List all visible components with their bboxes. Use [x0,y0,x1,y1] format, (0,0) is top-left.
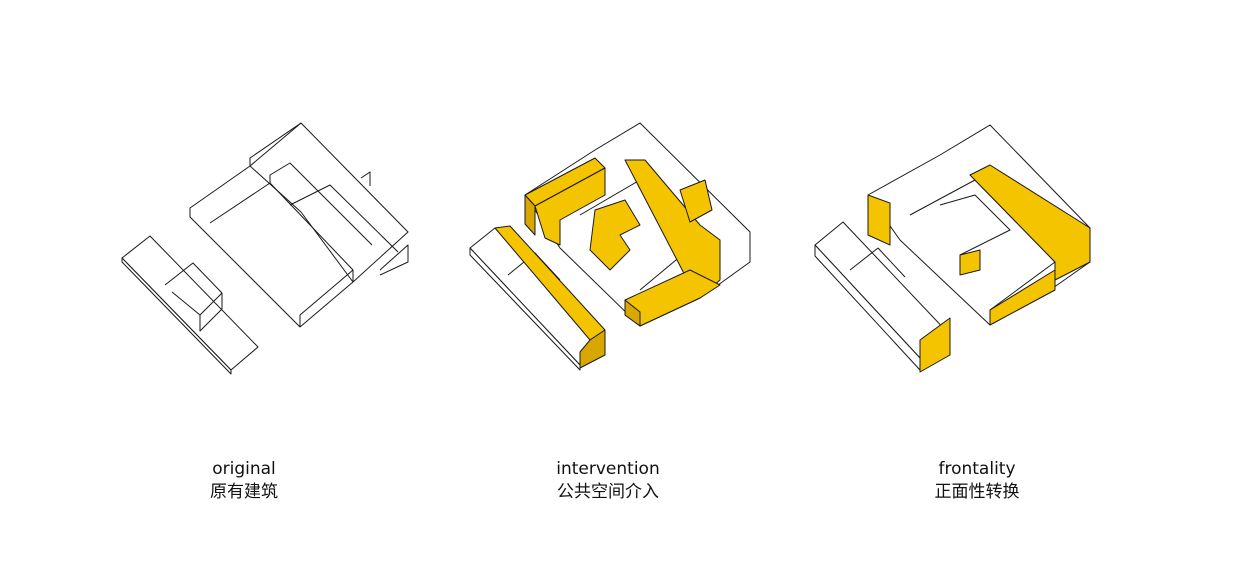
frontal-facade [867,164,1091,326]
public-space-insertions [524,157,721,327]
panel-intervention-drawing [469,122,751,371]
caption-original: original 原有建筑 [144,458,344,504]
caption-intervention-zh: 公共空间介入 [557,482,659,502]
caption-original-en: original [212,459,276,479]
caption-frontality-en: frontality [938,459,1016,479]
south-bar-building [121,235,259,375]
caption-frontality-zh: 正面性转换 [934,482,1020,502]
u-block-building [189,122,409,328]
caption-intervention: intervention 公共空间介入 [508,458,708,504]
panel-original-drawing [121,122,409,375]
south-bar-building-3 [814,221,951,373]
panel-frontality-drawing [814,124,1091,373]
caption-original-zh: 原有建筑 [210,482,278,502]
caption-intervention-en: intervention [556,459,660,479]
bar-public-strip [494,225,606,369]
caption-frontality: frontality 正面性转换 [877,458,1077,504]
